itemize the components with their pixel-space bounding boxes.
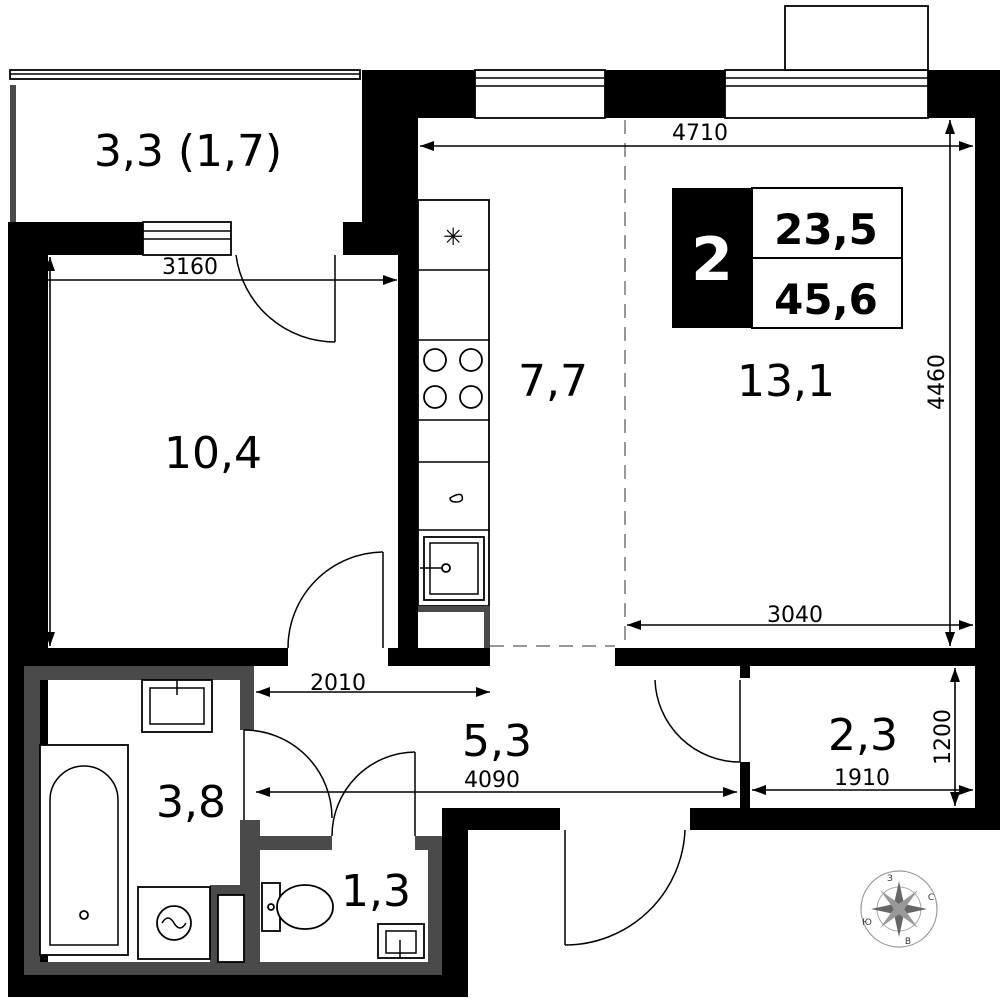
dim-living-inner: 3040 [767, 603, 823, 628]
compass-letter-bottom: В [905, 937, 911, 947]
room-area-living: 13,1 [737, 356, 835, 407]
fridge-snowflake-icon: ✳ [443, 223, 463, 251]
dim-storage-height: 1200 [931, 709, 956, 765]
dim-living-width: 4710 [672, 121, 728, 146]
room-area-balcony: 3,3 (1,7) [94, 126, 282, 177]
compass-letter-left: Ю [862, 918, 872, 928]
kitchen-fixtures: ✳ [417, 199, 490, 648]
dim-bedroom-width: 3160 [162, 255, 218, 280]
dim-storage-width: 1910 [834, 766, 890, 791]
dim-bedroom-height: 3290 [25, 424, 50, 480]
toilet-bowl [276, 884, 334, 930]
stove-burner-icon [459, 348, 483, 372]
dim-hall-lower: 4090 [464, 768, 520, 793]
badge-rooms-count: 2 [691, 225, 733, 295]
bathroom-walls [24, 666, 442, 975]
compass-letter-top: З [887, 874, 893, 884]
toilet-fixtures [261, 882, 425, 959]
compass-letter-right: С [928, 893, 934, 903]
room-area-hall: 5,3 [462, 716, 532, 767]
water-drop-icon [449, 493, 464, 503]
room-area-bedroom: 10,4 [164, 428, 262, 479]
stove-burner-icon [423, 385, 447, 409]
doors [235, 254, 741, 946]
stove-burner-icon [423, 348, 447, 372]
dim-hall-upper: 2010 [310, 671, 366, 696]
badge-living-area: 23,5 [774, 205, 878, 254]
zone-dividers [490, 120, 626, 647]
dim-living-height: 4460 [925, 354, 950, 410]
stove-burner-icon [459, 385, 483, 409]
room-area-kitchen: 7,7 [518, 356, 588, 407]
area-badge: 2 23,5 45,6 [672, 187, 903, 329]
windows [9, 5, 929, 256]
compass-icon: З С В Ю [860, 870, 938, 948]
badge-total-area: 45,6 [774, 275, 878, 324]
bathtub [39, 744, 129, 956]
room-area-storage: 2,3 [828, 710, 898, 761]
room-area-bathroom: 3,8 [156, 777, 226, 828]
dimension-lines [24, 120, 973, 806]
room-area-toilet: 1,3 [341, 866, 411, 917]
bathroom-fixtures [39, 679, 245, 963]
